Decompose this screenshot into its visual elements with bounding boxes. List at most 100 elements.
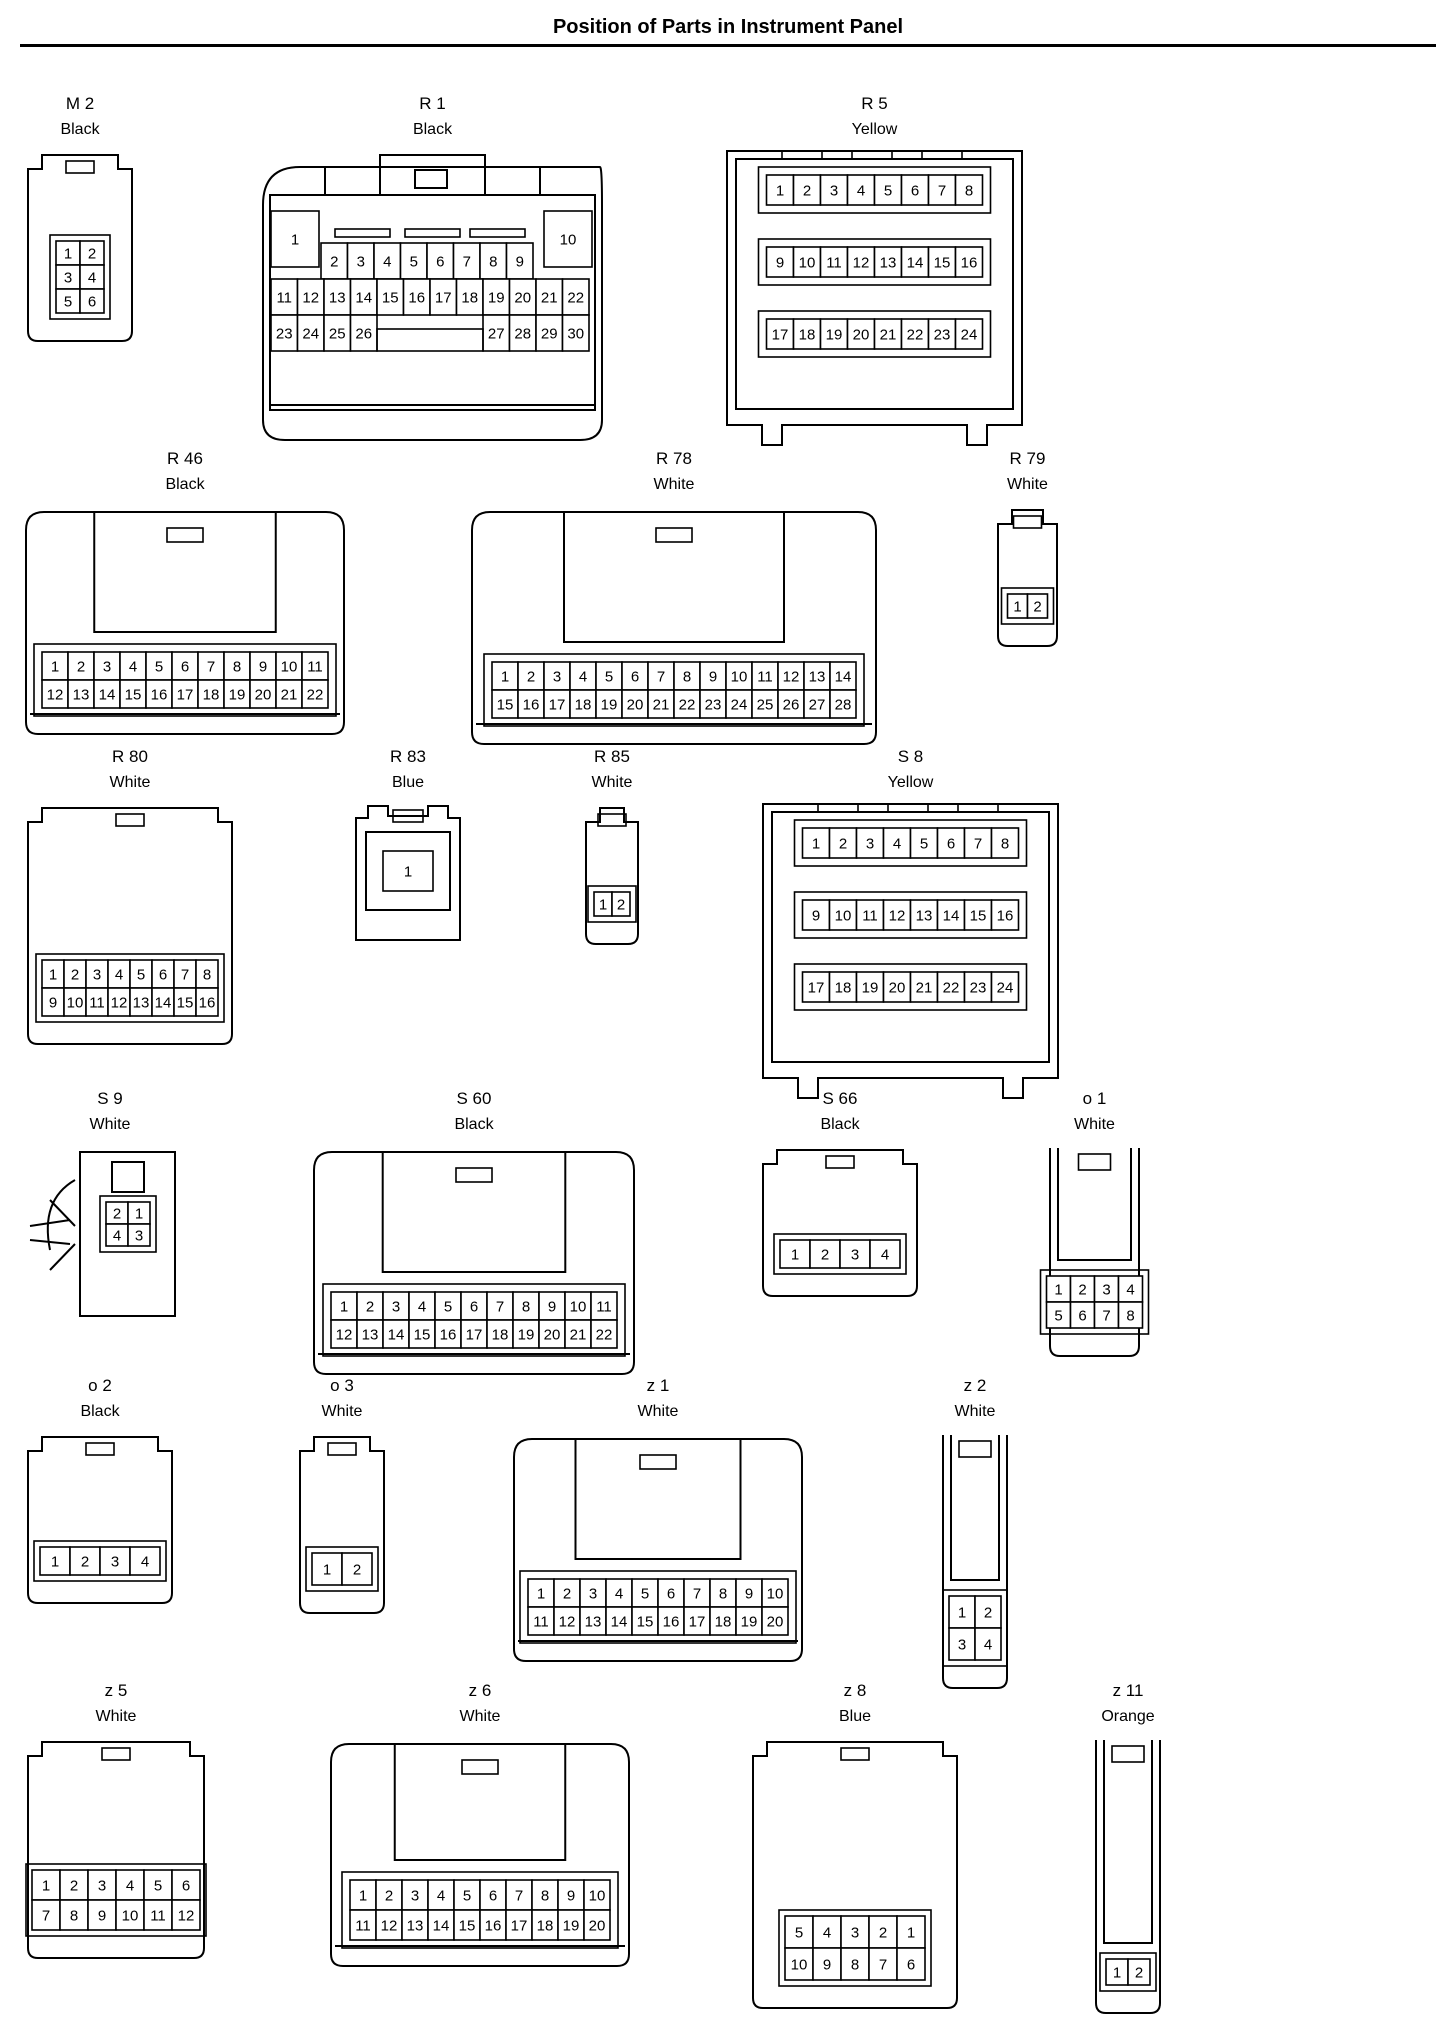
- terminal-cell: [1093, 1301, 1120, 1329]
- terminal-cell: [67, 679, 95, 709]
- terminal-number: 14: [99, 687, 116, 704]
- terminal-cell: [819, 318, 849, 350]
- terminal-cell: [382, 1291, 410, 1321]
- terminal-cell: [963, 827, 993, 859]
- terminal-cell: [356, 1291, 384, 1321]
- terminal-cell: [508, 278, 537, 316]
- terminal-number: 22: [307, 687, 324, 704]
- lock-tab: [563, 512, 785, 643]
- terminal-number: 7: [181, 967, 189, 984]
- terminal-cell: [39, 1546, 71, 1576]
- lock-tab: [379, 154, 486, 196]
- connector-id: S 9: [97, 1089, 123, 1108]
- housing-outline: [27, 807, 233, 1045]
- terminal-number: 13: [407, 1918, 424, 1935]
- housing-outline: [585, 807, 639, 945]
- terminal-cell: [809, 1239, 841, 1269]
- terminal-number: 3: [111, 1554, 119, 1571]
- terminal-cell: [900, 246, 930, 278]
- connector-color: White: [95, 1708, 137, 1725]
- housing-outline: [762, 803, 1059, 1099]
- terminal-number: 19: [741, 1614, 758, 1631]
- terminal-number: 21: [880, 327, 897, 344]
- terminal-cell: [553, 1578, 581, 1608]
- terminal-cell: [725, 661, 753, 691]
- terminal-number: 1: [776, 183, 784, 200]
- terminal-number: 9: [823, 1957, 831, 1974]
- terminal-number: 3: [103, 659, 111, 676]
- terminal-number: 1: [1054, 1282, 1062, 1299]
- connector-id: R 1: [419, 94, 446, 113]
- housing-outline: [262, 166, 603, 441]
- terminal-number: 12: [47, 687, 64, 704]
- terminal-cell: [93, 679, 121, 709]
- keyway-slot: [404, 228, 461, 238]
- terminal-number: 24: [997, 980, 1014, 997]
- terminal-cell: [249, 679, 277, 709]
- terminal-number: 3: [589, 1586, 597, 1603]
- terminal-cell: [535, 314, 564, 352]
- terminal-cell: [936, 971, 966, 1003]
- terminal-row-frame: [757, 310, 992, 358]
- terminal-number: 17: [466, 1327, 483, 1344]
- terminal-number: 20: [544, 1327, 561, 1344]
- housing-outline: [27, 1741, 205, 1959]
- terminal-row-frame: [757, 166, 992, 214]
- terminal-cell: [275, 679, 303, 709]
- terminal-cell: [963, 971, 993, 1003]
- terminal-number: 2: [353, 1562, 361, 1579]
- terminal-number: 6: [181, 659, 189, 676]
- terminal-number: 23: [934, 327, 951, 344]
- connector-color: Orange: [1101, 1708, 1155, 1725]
- terminal-row-frame: [793, 963, 1028, 1011]
- lock-tab: [393, 1744, 567, 1861]
- terminal-number: 5: [920, 836, 928, 853]
- housing-outline: [299, 1436, 385, 1614]
- connector-color: White: [1074, 1116, 1115, 1133]
- terminal-number: 2: [71, 967, 79, 984]
- terminal-number: 1: [340, 1299, 348, 1316]
- terminal-cell: [595, 689, 623, 719]
- terminal-number: 19: [601, 697, 618, 714]
- lock-tab: [166, 527, 204, 543]
- housing-inner: [519, 1570, 797, 1644]
- terminal-number: 13: [916, 908, 933, 925]
- terminal-cell: [491, 689, 519, 719]
- terminal-number: 8: [70, 1908, 78, 1925]
- terminal-number: 18: [461, 290, 478, 307]
- connector-id: M 2: [65, 94, 95, 113]
- terminal-number: 14: [907, 255, 924, 272]
- terminal-number: 13: [880, 255, 897, 272]
- terminal-number: 15: [382, 290, 399, 307]
- connector-drawing: 1: [355, 805, 461, 941]
- terminal-cell: [840, 1947, 870, 1981]
- terminal-number: 2: [839, 836, 847, 853]
- terminal-number: 18: [835, 980, 852, 997]
- terminal-number: 23: [276, 326, 293, 343]
- lock-tab: [85, 1442, 115, 1456]
- terminal-number: 6: [436, 254, 444, 271]
- terminal-number: 4: [141, 1554, 149, 1571]
- connector-color: Black: [820, 1116, 860, 1133]
- terminal-cell: [735, 1606, 763, 1636]
- terminal-cell: [455, 278, 484, 316]
- terminal-cell: [171, 1899, 201, 1931]
- terminal-number: 9: [812, 908, 820, 925]
- lock-tab: [65, 160, 95, 174]
- terminal-number: 2: [81, 1554, 89, 1571]
- terminal-cell: [829, 689, 857, 719]
- terminal-number: 12: [559, 1614, 576, 1631]
- terminal-number: 17: [177, 687, 194, 704]
- terminal-number: 28: [835, 697, 852, 714]
- terminal-number: 4: [129, 659, 137, 676]
- terminal-number: 2: [984, 1605, 992, 1622]
- lock-tab: [1012, 515, 1043, 529]
- terminal-number: 4: [615, 1586, 623, 1603]
- terminal-cell: [561, 314, 590, 352]
- terminal-number: 6: [489, 1888, 497, 1905]
- terminal-number: 11: [307, 659, 323, 676]
- terminal-number: 17: [772, 327, 789, 344]
